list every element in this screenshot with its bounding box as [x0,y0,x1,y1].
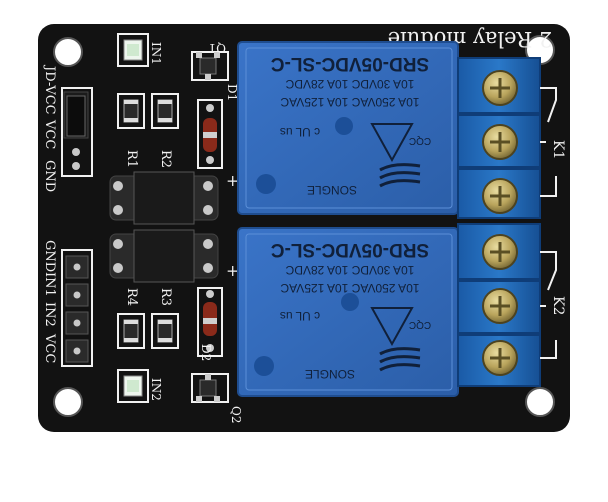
relay-1-rating-2: 10A 30VDC 10A 28VDC [285,77,414,91]
resistor-r2 [151,93,179,129]
switch-schematic-k1 [540,87,557,197]
header-top-labels: JD-VCC VCC GND [42,64,57,192]
label-r2: R2 [158,150,173,168]
power-header [61,87,93,177]
relay-1-brand: SONGLE [307,183,357,197]
mounting-hole [53,37,83,67]
relay-2: SRD-05VDC-SL-C 10A 250VAC 10A 125VAC 10A… [237,227,459,397]
header-label-vcc-2: VCC [42,333,57,363]
relay-2-cqc-mark: CQC [370,307,431,347]
relay-1-brand-logo [379,163,421,188]
label-r1: R1 [124,150,139,168]
relay-1-model: SRD-05VDC-SL-C [271,53,430,74]
led-in1 [117,33,149,67]
mounting-hole [525,387,555,417]
mounting-hole [53,387,83,417]
diode-d1 [197,99,223,169]
diode-d2 [197,287,223,357]
terminal-screws [482,70,518,376]
jumper-cap [66,95,86,137]
relay-1-cert-cqc: CQC [409,135,431,146]
relay-1-rating-1: 10A 250VAC 10A 125VAC [280,95,419,109]
header-label-in1: IN1 [42,272,57,297]
led-in2 [117,369,149,403]
relay-seal-dot [254,356,274,376]
label-k2: K2 [550,296,566,315]
header-label-jd-vcc: JD-VCC [42,64,57,115]
switch-schematic-k2 [540,251,557,359]
header-label-vcc: VCC [42,119,57,149]
resistor-r1 [117,93,145,129]
label-d2: D2 [199,344,213,361]
label-q1: Q1 [209,41,226,55]
relay-1-cert-ul: c UL us [280,125,320,139]
transistor-q1 [191,51,229,81]
label-plus-bottom: + [226,261,239,280]
relay-2-model: SRD-05VDC-SL-C [271,239,430,260]
relay-seal-dot [335,117,353,135]
relay-2-rating-1: 10A 250VAC 10A 125VAC [280,281,419,295]
label-in2: IN2 [149,378,163,401]
header-label-gnd: GND [42,160,57,192]
relay-1: SRD-05VDC-SL-C 10A 250VAC 10A 125VAC 10A… [237,41,459,215]
mounting-holes [53,35,555,417]
header-bottom-labels: GND IN1 IN2 VCC [42,240,57,363]
header-label-in2: IN2 [42,302,57,327]
label-k1: K1 [550,140,566,159]
label-r4: R4 [124,288,139,306]
label-plus-top: + [226,171,239,190]
relay-seal-dot [256,174,276,194]
label-d1: D1 [225,84,239,101]
resistor-r3 [151,313,179,349]
relay-seal-dot [341,293,359,311]
relay-2-brand: SONGLE [305,367,355,381]
relay-1-cqc-mark: CQC [370,123,431,163]
header-label-gnd-2: GND [42,240,57,272]
optocoupler-2 [109,229,219,283]
label-q2: Q2 [229,406,243,423]
resistor-r4 [117,313,145,349]
label-r3: R3 [158,288,173,306]
relay-2-cert-ul: c UL us [280,309,320,323]
label-in1: IN1 [149,42,163,65]
relay-2-brand-logo [379,347,421,372]
relay-2-rating-2: 10A 30VDC 10A 28VDC [285,263,414,277]
transistor-q2 [191,373,229,403]
relay-2-cert-cqc: CQC [409,319,431,330]
optocoupler-1 [109,171,219,225]
input-header [61,249,93,367]
